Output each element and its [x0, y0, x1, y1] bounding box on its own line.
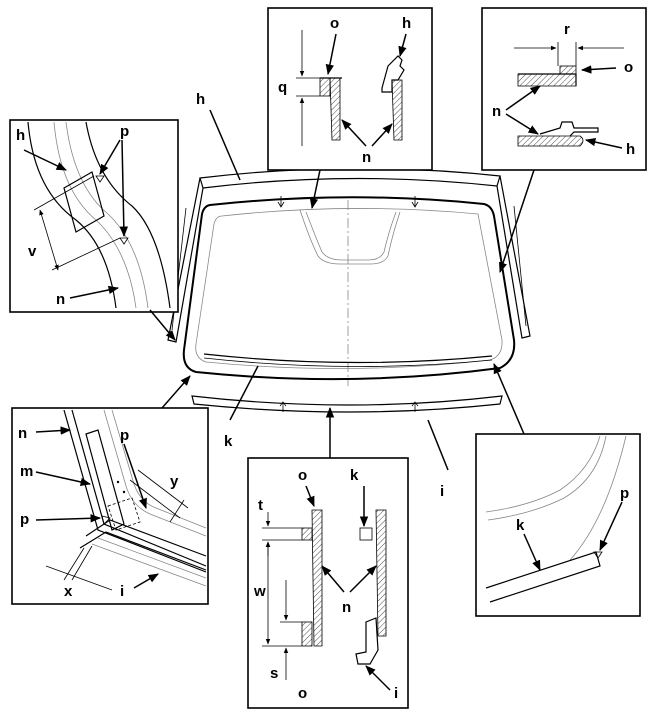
leader-h-main [209, 109, 241, 181]
label-q-box2: q [278, 79, 287, 96]
detail-box-top-right [481, 7, 647, 171]
detail-box-left-side [9, 119, 179, 313]
label-n-box1: n [56, 291, 65, 308]
label-k-main: k [224, 433, 233, 450]
detail-box-bottom-center [247, 457, 409, 709]
windshield-main [167, 167, 531, 413]
right-side-molding [496, 175, 531, 339]
label-v-box1: v [28, 243, 37, 260]
label-p-box1: p [120, 123, 129, 140]
label-h-box2: h [402, 15, 411, 32]
label-k-box5: k [350, 467, 359, 484]
label-m-box4: m [20, 463, 33, 480]
leader-bottom-left-box [161, 375, 191, 409]
lower-molding-k [203, 353, 493, 364]
windshield-glass [182, 196, 516, 381]
position-marks [277, 196, 419, 412]
leader-top-box [309, 169, 321, 210]
left-side-molding [167, 177, 204, 343]
detail-box-bottom-right [475, 433, 641, 617]
label-i-main: i [440, 483, 444, 500]
label-r-box3: r [564, 21, 570, 38]
label-y-box4: y [170, 473, 179, 490]
bottom-molding [191, 395, 503, 413]
label-w-box5: w [253, 583, 266, 600]
label-o-box3: o [624, 59, 633, 76]
label-h-box1: h [16, 127, 25, 144]
labels: h k i h p v n o h q n r o n h n m p p y … [16, 15, 635, 702]
label-p-box4: p [20, 511, 29, 528]
label-p-box6: p [620, 485, 629, 502]
label-k-box6: k [516, 517, 525, 534]
label-i-box5: i [394, 685, 398, 702]
label-n-box3: n [492, 103, 501, 120]
label-p-box4-top: p [120, 427, 129, 444]
detail-box-top-center [267, 7, 433, 171]
label-h-box3: h [626, 141, 635, 158]
label-t-box5: t [258, 497, 263, 514]
label-s-box5: s [270, 665, 278, 682]
leader-top-right-box [499, 169, 535, 273]
leader-k-main [229, 365, 259, 421]
main-leaders [209, 109, 449, 471]
label-o-box2: o [330, 15, 339, 32]
label-h-main: h [196, 91, 205, 108]
label-o-box5-top: o [298, 467, 307, 484]
label-n-box4: n [18, 425, 27, 442]
top-molding [199, 167, 501, 189]
leader-i-main [427, 419, 449, 471]
leader-bottom-right-box [493, 363, 525, 435]
label-x-box4: x [64, 583, 73, 600]
label-i-box4: i [120, 583, 124, 600]
detail-box-bottom-left [11, 407, 209, 605]
leader-left-box [149, 309, 176, 341]
label-o-box5-bottom: o [298, 685, 307, 702]
label-n-box5: n [342, 599, 351, 616]
label-n-box2: n [362, 149, 371, 166]
